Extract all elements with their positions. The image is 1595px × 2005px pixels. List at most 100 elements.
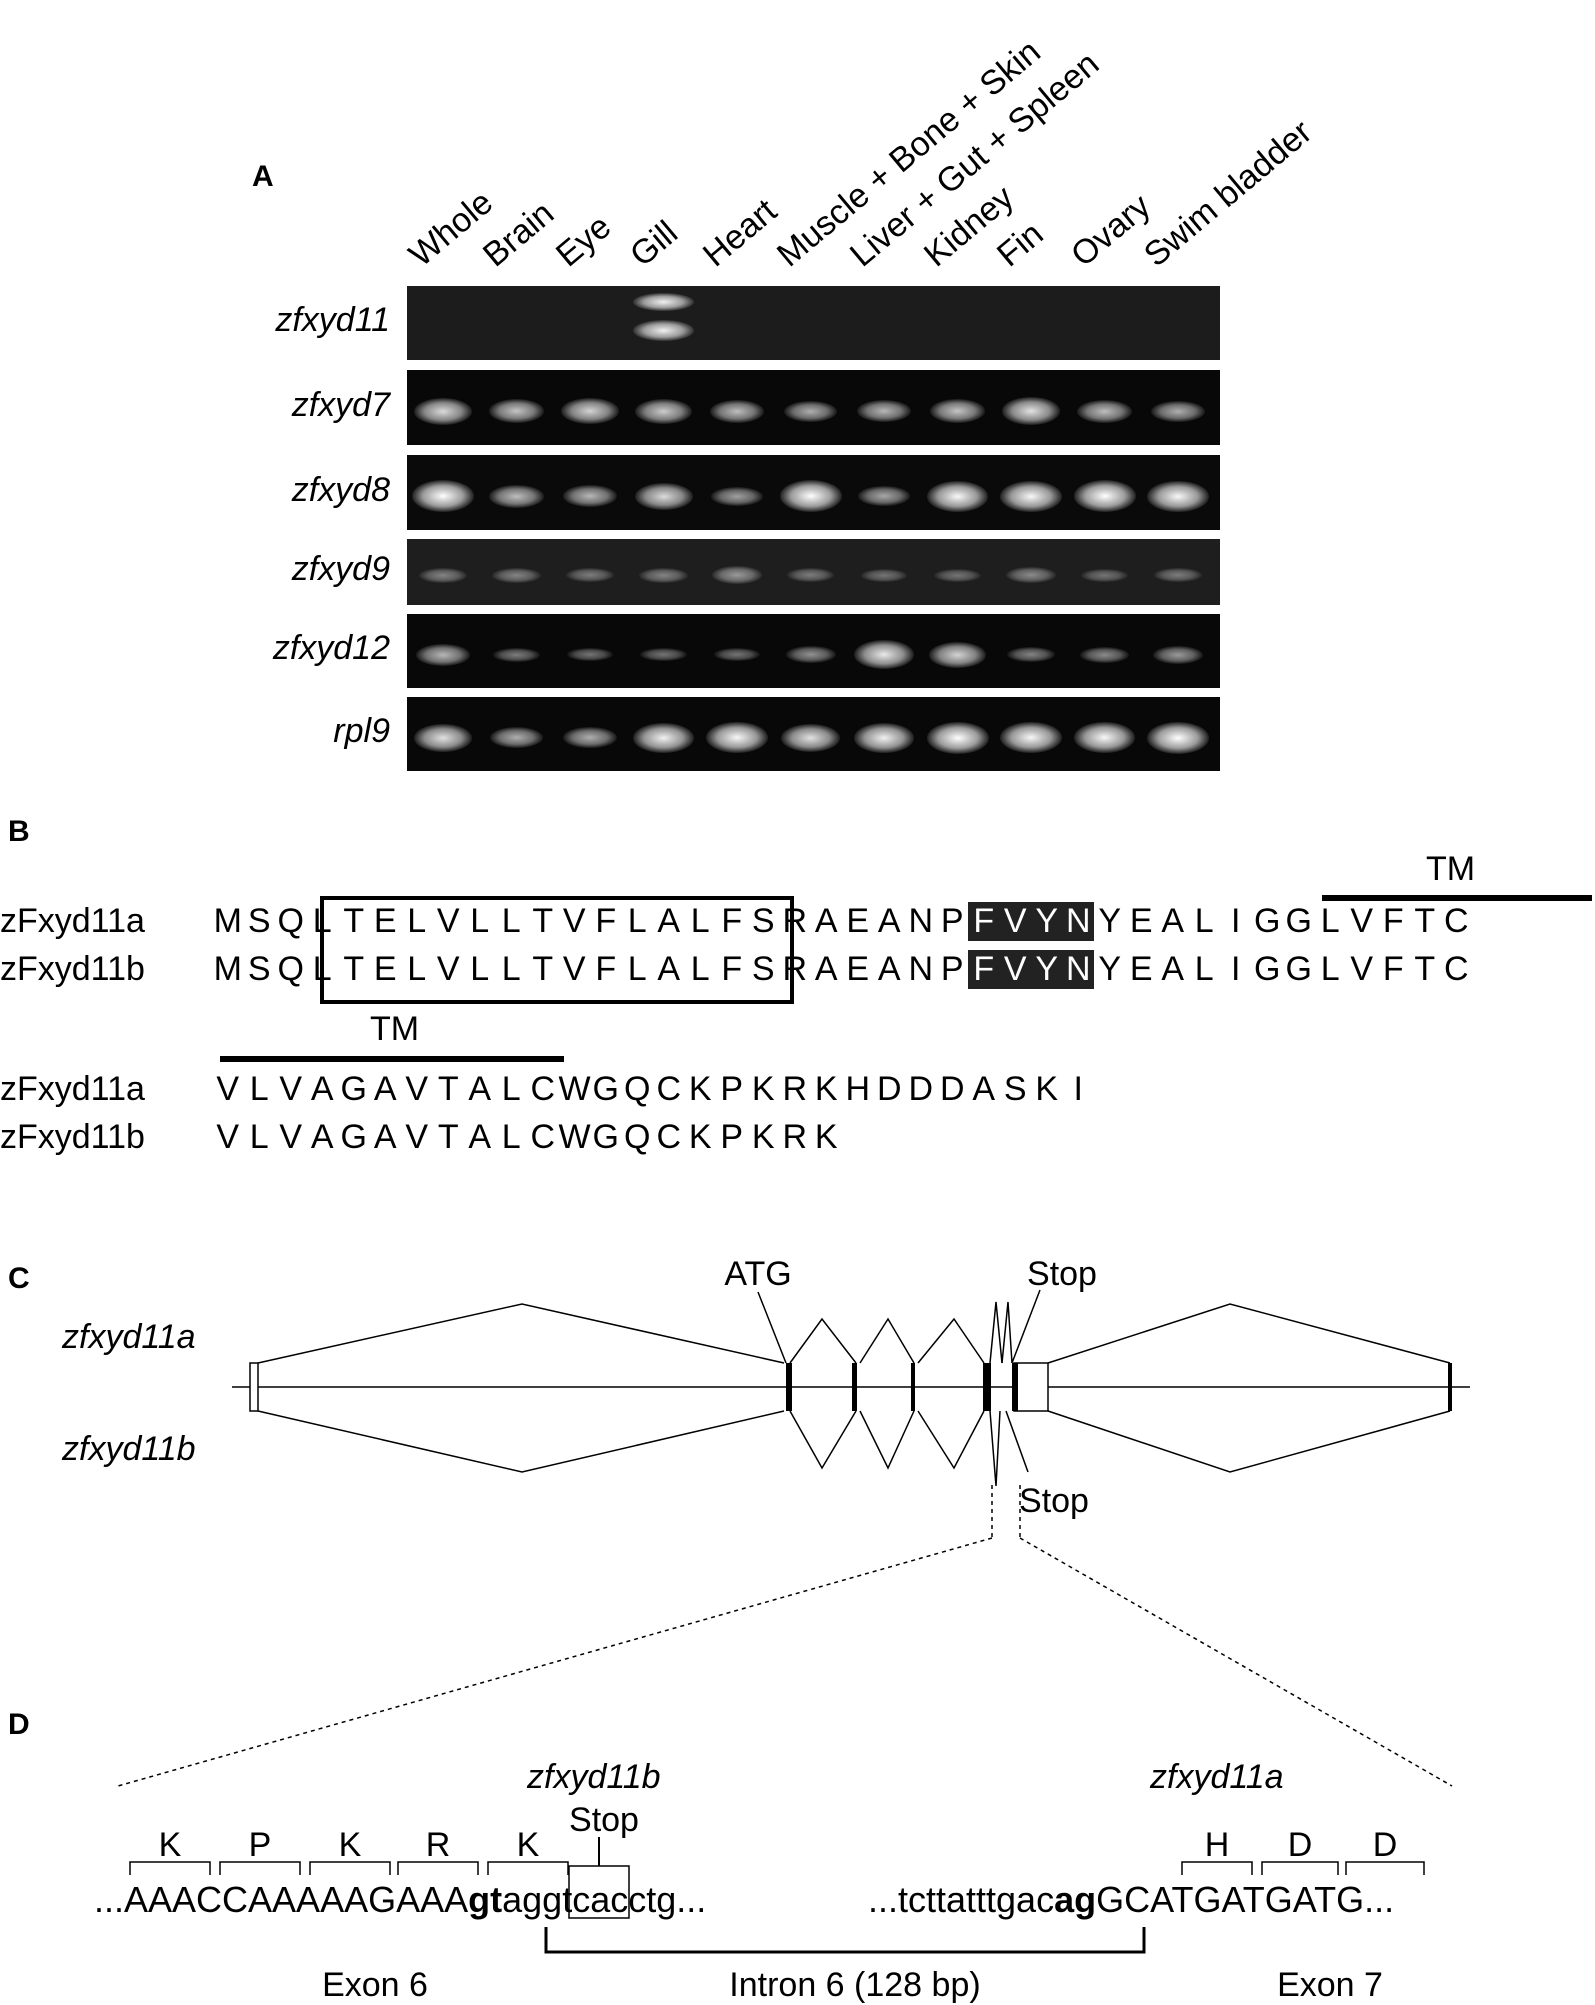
residue: L [407,902,427,940]
residue: E [846,950,870,988]
residue: A [373,1118,397,1156]
intron-label: Intron 6 (128 bp) [729,1966,980,2004]
gel-band [1073,722,1136,754]
residue: E [1129,902,1153,940]
gel-row [407,455,1220,530]
gel-band [1147,480,1209,512]
residue: K [688,1118,712,1156]
residue: T [437,1070,459,1108]
gel-band [1006,647,1056,663]
gel-band [929,399,986,424]
residue: A [310,1118,334,1156]
residue: C [656,1118,682,1156]
gel-band [640,648,687,662]
gel-band [492,647,541,662]
gel-band [489,484,544,508]
gel-band [781,723,840,752]
residue: I [1231,950,1241,988]
residue: A [657,902,681,940]
residue: T [343,902,365,940]
tm-label-1: TM [1426,850,1476,888]
residue: G [340,1070,367,1108]
residue: F [595,950,617,988]
seq-name-row2-b: zFxyd11b [0,1118,145,1156]
residue: A [310,1070,334,1108]
gel-band [853,722,915,753]
gel-band [639,567,688,583]
panel-a-label: A [252,160,274,193]
gene-structure-diagram: ATG Stop Stop zfxyd11a zfxyd11b [61,1255,1470,1538]
residue: V [279,1070,303,1108]
lane-label: Gill [622,213,685,275]
residue: D [939,1070,965,1108]
residue: Q [277,950,304,988]
residue: C [530,1070,556,1108]
residue: V [999,902,1031,941]
gel-band [416,643,470,666]
gene-b-label: zfxyd11b [61,1430,196,1468]
zoom-gene-a-label: zfxyd11a [1149,1758,1284,1796]
residue: L [470,950,490,988]
residue: C [530,1118,556,1156]
exon7-label: Exon 7 [1277,1966,1383,2004]
residue: R [782,902,808,940]
residue: T [343,950,365,988]
gel-band [713,648,761,662]
residue: S [751,950,775,988]
gel-band [563,727,617,749]
residue: L [249,1070,269,1108]
residue: Y [1031,902,1063,941]
gel-band [634,482,693,510]
residue: L [627,950,647,988]
codon-label: H [1205,1826,1230,1864]
residue: T [1414,950,1436,988]
residue: L [249,1118,269,1156]
residue: S [751,902,775,940]
gene-label: rpl9 [333,712,390,750]
residue: W [558,1118,591,1156]
residue: P [940,950,964,988]
gel-band [711,566,763,585]
gel-band [706,722,768,754]
residue: V [562,902,586,940]
residue: I [1073,1070,1083,1108]
residue: C [656,1070,682,1108]
residue: F [968,902,1000,941]
residue: Y [1031,950,1063,989]
residue: A [657,950,681,988]
gel-band [633,722,694,753]
residue: N [908,950,934,988]
residue: T [1414,902,1436,940]
residue: T [532,902,554,940]
residue: Y [1098,950,1122,988]
residue: E [1129,950,1153,988]
gel-band [563,485,617,508]
panel-d-label: D [8,1708,30,1741]
stop-b-label: Stop [1019,1482,1089,1520]
tm-bar-2 [220,1056,564,1062]
residue: M [213,902,242,940]
gel-row [407,697,1220,771]
gel-row [407,539,1220,605]
codon-label: K [517,1826,540,1864]
residue: K [814,1070,838,1108]
residue: G [1285,950,1312,988]
residue: K [688,1070,712,1108]
residue: G [1254,902,1281,940]
residue: C [1443,950,1469,988]
gel-band [413,723,473,752]
residue: L [501,1118,521,1156]
gel-band [857,486,911,507]
gene-label: zfxyd12 [272,629,390,667]
residue: F [595,902,617,940]
seq-name-row2-a: zFxyd11a [0,1070,145,1108]
residue: L [501,1070,521,1108]
gel-band [418,567,468,583]
residue: E [373,950,397,988]
codon-label: R [426,1826,451,1864]
gel-band [709,399,765,423]
residue: D [908,1070,934,1108]
